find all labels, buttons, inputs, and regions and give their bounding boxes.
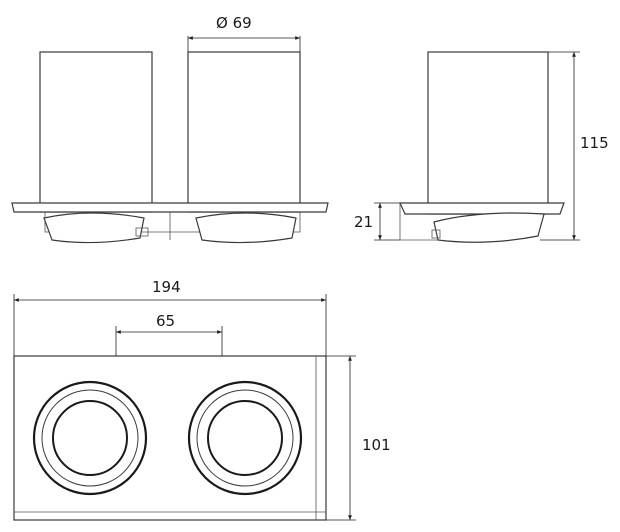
right-cup-top: [187, 380, 303, 496]
right-cup: [187, 51, 301, 213]
total-width-dimension: 194: [13, 278, 327, 356]
cup-diameter-label: Ø 69: [216, 14, 252, 32]
total-height-label: 115: [580, 134, 609, 152]
depth-label: 101: [362, 436, 391, 454]
cup-spacing-dimension: 65: [115, 312, 223, 356]
side-shelf-plate: [399, 202, 565, 215]
side-holder-ring: [433, 212, 545, 243]
side-view: [399, 51, 565, 243]
shelf-height-label: 21: [354, 213, 373, 231]
cup-spacing-label: 65: [156, 312, 175, 330]
right-holder-ring: [195, 212, 297, 244]
total-width-label: 194: [152, 278, 181, 296]
shelf-height-dimension: 21: [354, 202, 400, 241]
cup-diameter-dimension: Ø 69: [187, 14, 301, 52]
front-view: [11, 51, 329, 244]
left-cup-top: [32, 380, 148, 496]
left-holder-ring: [43, 212, 145, 244]
left-cup: [39, 51, 153, 213]
top-view: [13, 355, 327, 521]
total-height-dimension: 115: [540, 51, 609, 241]
front-shelf-plate: [11, 202, 329, 213]
depth-dimension: 101: [326, 355, 391, 521]
side-cup: [427, 51, 549, 215]
